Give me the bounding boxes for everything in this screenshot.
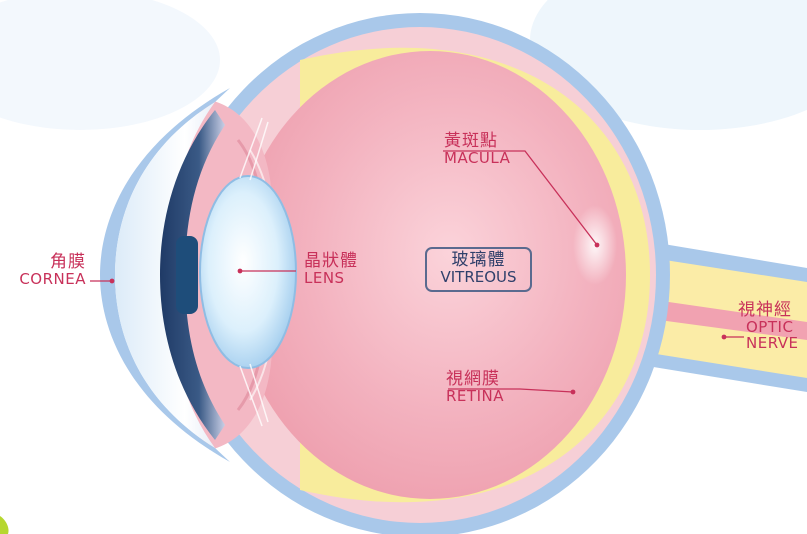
pupil (176, 236, 198, 314)
label-lens: 晶狀體 LENS (304, 253, 358, 287)
decor-blob (0, 516, 9, 534)
label-optic-nerve: 視神經 OPTIC NERVE (738, 302, 799, 351)
label-cornea-en: CORNEA (2, 272, 86, 288)
label-lens-en: LENS (304, 271, 358, 287)
label-macula: 黃斑點 MACULA (444, 133, 510, 167)
label-macula-en: MACULA (444, 151, 510, 167)
label-retina-en: RETINA (446, 389, 504, 405)
label-vitreous-en: VITREOUS (427, 270, 530, 286)
lens (200, 176, 296, 368)
label-retina: 視網膜 RETINA (446, 371, 504, 405)
label-cornea: 角膜 CORNEA (2, 254, 86, 288)
label-vitreous: 玻璃體 VITREOUS (425, 247, 532, 292)
label-optic-nerve-en2: NERVE (738, 336, 799, 352)
